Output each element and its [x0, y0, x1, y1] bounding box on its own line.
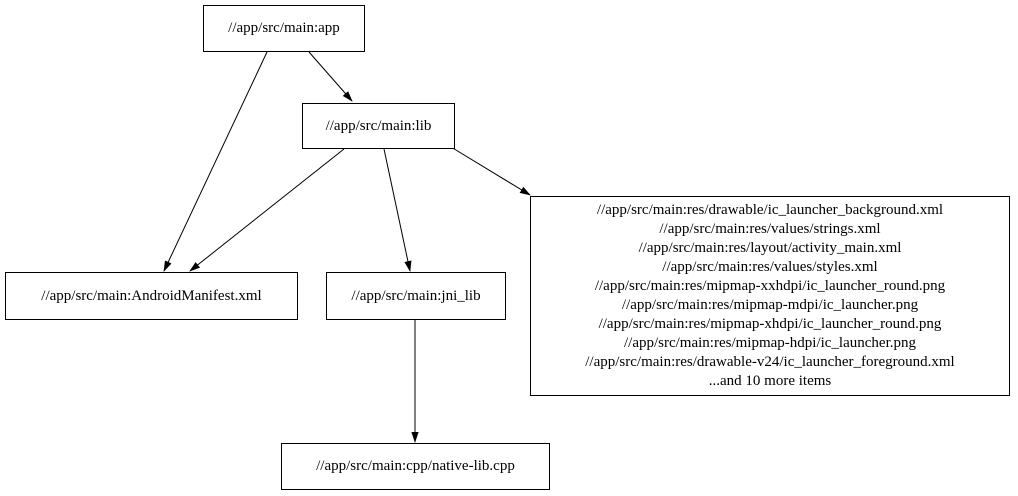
res-more-items-line: ...and 10 more items: [708, 373, 832, 389]
node-jni-lib: //app/src/main:jni_lib: [326, 272, 506, 320]
res-file-line: //app/src/main:res/drawable/ic_launcher_…: [596, 202, 944, 218]
node-native-lib-cpp-label: //app/src/main:cpp/native-lib.cpp: [316, 458, 515, 474]
res-file-line: //app/src/main:res/mipmap-xxhdpi/ic_laun…: [594, 278, 946, 294]
edge-app-lib: [308, 51, 353, 102]
res-file-line: //app/src/main:res/values/styles.xml: [662, 259, 878, 275]
node-res-files: //app/src/main:res/drawable/ic_launcher_…: [530, 196, 1010, 396]
edge-app-manifest: [163, 51, 268, 272]
node-jni-lib-label: //app/src/main:jni_lib: [351, 287, 481, 304]
res-file-line: //app/src/main:res/mipmap-xhdpi/ic_launc…: [598, 316, 942, 332]
res-file-line: //app/src/main:res/mipmap-hdpi/ic_launch…: [623, 335, 916, 351]
node-app-label: //app/src/main:app: [228, 20, 340, 36]
node-android-manifest: //app/src/main:AndroidManifest.xml: [5, 272, 298, 320]
node-lib: //app/src/main:lib: [302, 103, 455, 149]
node-app: //app/src/main:app: [203, 5, 365, 52]
edge-lib-manifest: [189, 148, 345, 272]
edge-lib-jnilib: [383, 148, 412, 272]
res-file-line: //app/src/main:res/layout/activity_main.…: [638, 240, 902, 256]
res-file-line: //app/src/main:res/mipmap-mdpi/ic_launch…: [621, 297, 919, 313]
node-android-manifest-label: //app/src/main:AndroidManifest.xml: [41, 287, 262, 304]
res-file-line: //app/src/main:res/values/strings.xml: [659, 221, 881, 237]
edge-lib-res: [450, 146, 531, 196]
node-lib-label: //app/src/main:lib: [325, 117, 432, 134]
res-file-line: //app/src/main:res/drawable-v24/ic_launc…: [585, 354, 955, 370]
node-native-lib-cpp: //app/src/main:cpp/native-lib.cpp: [281, 443, 550, 490]
